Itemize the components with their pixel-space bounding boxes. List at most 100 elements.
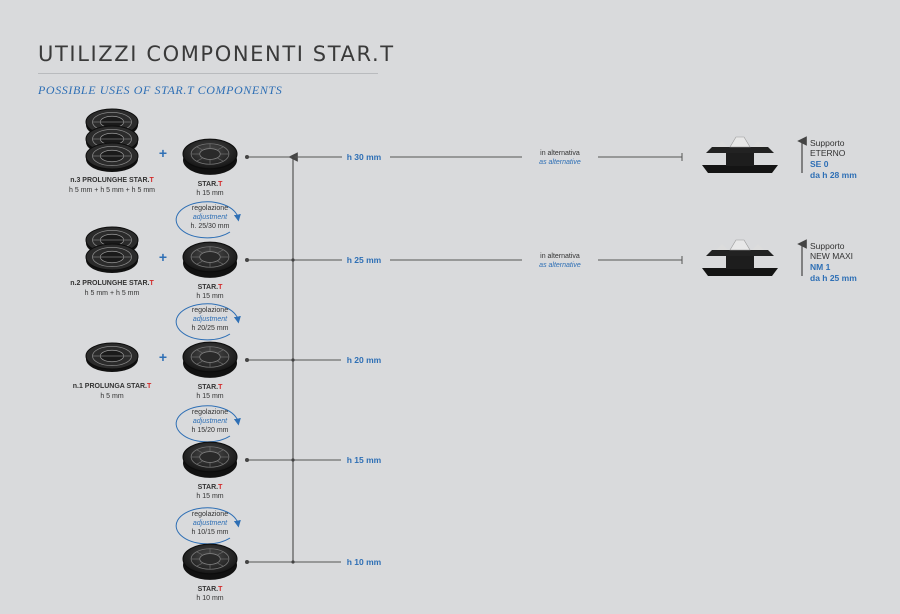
pedestal-name: STAR.T [198, 484, 223, 491]
disc-rib [217, 449, 224, 454]
label-backdrop [342, 353, 390, 367]
disc-hub [199, 351, 221, 363]
disc-rib [196, 260, 203, 265]
connector-dot [245, 560, 249, 564]
support-column [726, 254, 754, 269]
support-base [702, 268, 778, 276]
adjustment-range: h 10/15 mm [192, 529, 229, 536]
disc-rib [217, 562, 224, 567]
disc-hub [199, 251, 221, 263]
support-base [702, 165, 778, 173]
start-pedestal [182, 138, 238, 175]
axis-dot [291, 358, 295, 362]
alternative-code: SE 0 [810, 159, 829, 169]
axis-dot [291, 560, 295, 564]
alternative-code: NM 1 [810, 262, 831, 272]
height-label: h 20 mm [347, 355, 382, 365]
disc-ring [190, 346, 230, 368]
support-tab [716, 244, 728, 250]
disc-rib [196, 146, 203, 151]
axis-dot [291, 155, 295, 159]
pedestal-name: STAR.T [198, 181, 223, 188]
connector-dot [245, 458, 249, 462]
label-backdrop [342, 253, 390, 267]
label-backdrop [342, 453, 390, 467]
alternative-label1: Supporto [810, 138, 845, 148]
extension-ring [85, 243, 139, 273]
support-head [706, 147, 774, 153]
alternative-support [702, 239, 778, 276]
disc-rib [196, 249, 203, 254]
disc-hub [199, 553, 221, 565]
disc-rib [196, 349, 203, 354]
pedestal-height: h 15 mm [196, 393, 223, 400]
extension-ring [85, 342, 139, 372]
extension-dims: h 5 mm + h 5 mm + h 5 mm [69, 187, 155, 194]
start-pedestal [182, 241, 238, 278]
disc-rib [196, 551, 203, 556]
extension-ring [85, 142, 139, 172]
pedestal-name: STAR.T [198, 284, 223, 291]
start-pedestal [182, 441, 238, 478]
connector-dot [245, 155, 249, 159]
extension-name: n.3 PROLUNGHE STAR.T [70, 177, 154, 184]
page-subtitle: POSSIBLE USES OF STAR.T COMPONENTS [38, 83, 283, 97]
disc-rib [217, 146, 224, 151]
extension-name: n.1 PROLUNGA STAR.T [73, 383, 152, 390]
extension-dims: h 5 mm [100, 393, 124, 400]
disc-rib [196, 360, 203, 365]
start-pedestal [182, 341, 238, 378]
page-title: UTILIZZI COMPONENTI STAR.T [38, 42, 395, 66]
adjustment-label-it: regolazione [192, 511, 228, 518]
pedestal-name: STAR.T [198, 384, 223, 391]
pedestal-height: h 15 mm [196, 493, 223, 500]
adjustment-arc [175, 303, 241, 341]
disc-rib [196, 157, 203, 162]
disc-rib [217, 260, 224, 265]
label-backdrop [522, 250, 598, 270]
disc-hub [199, 451, 221, 463]
disc-rib [196, 449, 203, 454]
adjustment-range: h 15/20 mm [192, 427, 229, 434]
connector-dot [245, 258, 249, 262]
adjustment-arc [175, 201, 241, 239]
disc-rib [217, 551, 224, 556]
adjustment-label-it: regolazione [192, 409, 228, 416]
adjustment-label-en: adjustment [193, 316, 228, 323]
alternative-label-en: as alternative [539, 262, 581, 269]
adjustment-label-en: adjustment [193, 418, 228, 425]
support-column [726, 151, 754, 166]
title-divider [38, 73, 378, 74]
disc-ring [190, 246, 230, 268]
adjustment-label-it: regolazione [192, 307, 228, 314]
disc-rib [217, 349, 224, 354]
adjustment-label-it: regolazione [192, 205, 228, 212]
support-tab [716, 141, 728, 147]
alternative-label2: ETERNO [810, 148, 846, 158]
disc-ring [190, 143, 230, 165]
start-pedestal [182, 543, 238, 580]
pedestal-height: h 10 mm [196, 595, 223, 602]
label-backdrop [522, 147, 598, 167]
support-tab [729, 239, 751, 251]
support-tab [752, 141, 764, 147]
plus-sign: + [159, 249, 167, 265]
height-label: h 10 mm [347, 557, 382, 567]
height-label: h 15 mm [347, 455, 382, 465]
pedestal-height: h 15 mm [196, 190, 223, 197]
support-tab [752, 244, 764, 250]
height-label: h 30 mm [347, 152, 382, 162]
alternative-label2: NEW MAXI [810, 251, 853, 261]
alternative-label1: Supporto [810, 241, 845, 251]
disc-ring [190, 446, 230, 468]
axis-dot [291, 458, 295, 462]
connector-dot [245, 358, 249, 362]
alternative-support [702, 136, 778, 173]
adjustment-label-en: adjustment [193, 214, 228, 221]
plus-sign: + [159, 145, 167, 161]
adjustment-range: h. 25/30 mm [191, 223, 230, 230]
disc-hub [199, 148, 221, 160]
disc-rib [217, 249, 224, 254]
disc-rib [217, 157, 224, 162]
alternative-min-height: da h 28 mm [810, 170, 857, 180]
